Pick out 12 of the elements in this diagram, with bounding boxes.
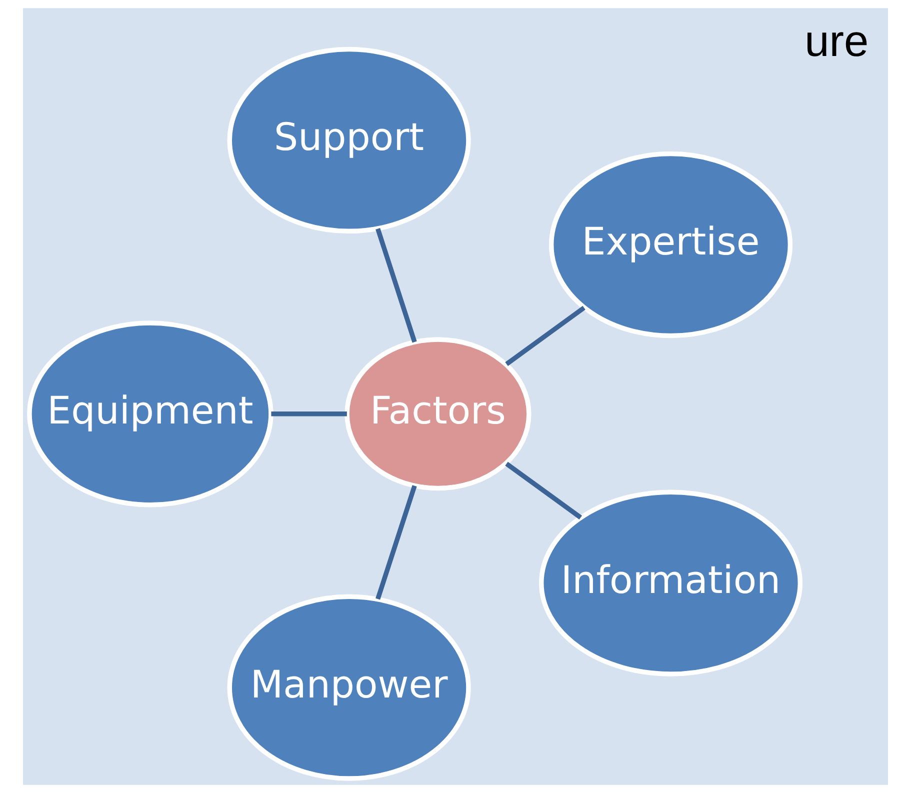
node-ellipse: Manpower bbox=[227, 594, 471, 781]
label: ure bbox=[804, 17, 869, 66]
node-ellipse: Information bbox=[539, 490, 803, 676]
connector bbox=[505, 462, 582, 520]
node-ellipse: Factors bbox=[344, 337, 532, 491]
connector bbox=[376, 485, 417, 600]
connector bbox=[376, 228, 417, 343]
connector bbox=[505, 306, 586, 366]
node-ellipse: Expertise bbox=[548, 151, 793, 338]
node-ellipse: Equipment bbox=[27, 320, 274, 508]
node-ellipse: Support bbox=[227, 46, 471, 234]
connector bbox=[271, 412, 347, 416]
